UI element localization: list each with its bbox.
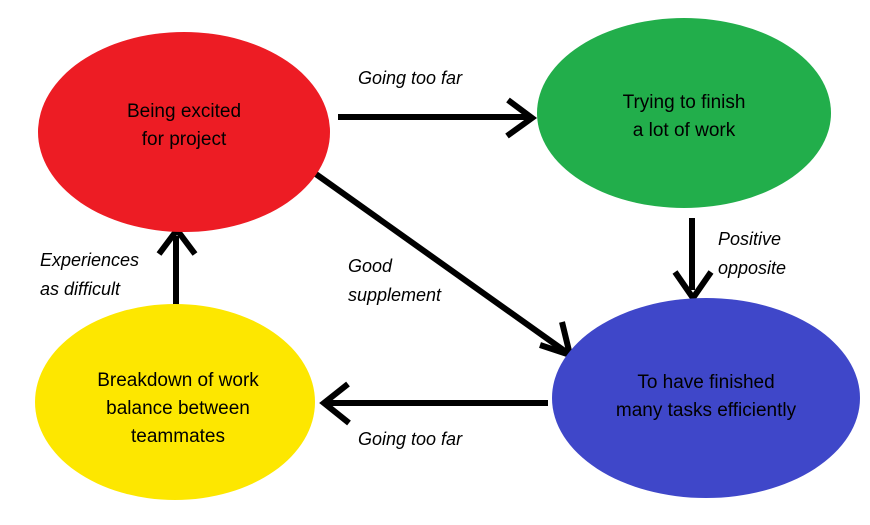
node-trying-to-finish-a-lot-of-work-line2: a lot of work: [633, 120, 736, 141]
edge-excited-to-finished-line: [311, 169, 568, 355]
edge-finished-to-breakdown-arrowhead: [319, 381, 351, 426]
edge-finished-to-breakdown: Going too far: [319, 381, 548, 449]
node-being-excited-for-project-line1: Being excited: [127, 101, 241, 122]
node-being-excited-for-project-line2: for project: [142, 129, 227, 150]
edge-excited-to-finished: Good supplement: [311, 169, 575, 360]
node-being-excited-for-project-shape[interactable]: [38, 32, 330, 232]
edge-finish-to-finished-label-line1: Positive: [718, 229, 781, 249]
edge-excited-to-finish-label: Going too far: [358, 68, 463, 88]
node-to-have-finished-many-tasks-efficiently-line2: many tasks efficiently: [616, 400, 797, 421]
node-breakdown-of-work-balance-between-teammates[interactable]: Breakdown of work balance between teamma…: [35, 304, 315, 500]
edge-breakdown-to-excited-label-line1: Experiences: [40, 250, 139, 270]
edge-breakdown-to-excited: Experiences as difficult: [40, 225, 198, 310]
node-to-have-finished-many-tasks-efficiently-shape[interactable]: [552, 298, 860, 498]
node-trying-to-finish-a-lot-of-work-line1: Trying to finish: [623, 92, 746, 113]
edge-excited-to-finished-label-line2: supplement: [348, 285, 442, 305]
node-breakdown-of-work-balance-between-teammates-shape[interactable]: [35, 304, 315, 500]
edge-finish-to-finished-label-line2: opposite: [718, 258, 786, 278]
node-to-have-finished-many-tasks-efficiently-line1: To have finished: [637, 372, 774, 393]
node-breakdown-of-work-balance-between-teammates-line2: balance between: [106, 398, 250, 419]
node-trying-to-finish-a-lot-of-work-shape[interactable]: [537, 18, 831, 208]
edge-finish-to-finished: Positive opposite: [672, 218, 786, 304]
edge-excited-to-finish: Going too far: [338, 68, 538, 139]
node-being-excited-for-project[interactable]: Being excited for project: [38, 32, 330, 232]
node-to-have-finished-many-tasks-efficiently[interactable]: To have finished many tasks efficiently: [552, 298, 860, 498]
node-breakdown-of-work-balance-between-teammates-line3: teammates: [131, 426, 225, 447]
node-breakdown-of-work-balance-between-teammates-line1: Breakdown of work: [97, 370, 259, 391]
edge-breakdown-to-excited-label-line2: as difficult: [40, 279, 121, 299]
edge-finished-to-breakdown-label: Going too far: [358, 429, 463, 449]
edge-excited-to-finished-label-line1: Good: [348, 256, 393, 276]
node-trying-to-finish-a-lot-of-work[interactable]: Trying to finish a lot of work: [537, 18, 831, 208]
edge-finish-to-finished-arrowhead: [672, 270, 714, 304]
edge-excited-to-finish-arrowhead: [505, 97, 538, 139]
